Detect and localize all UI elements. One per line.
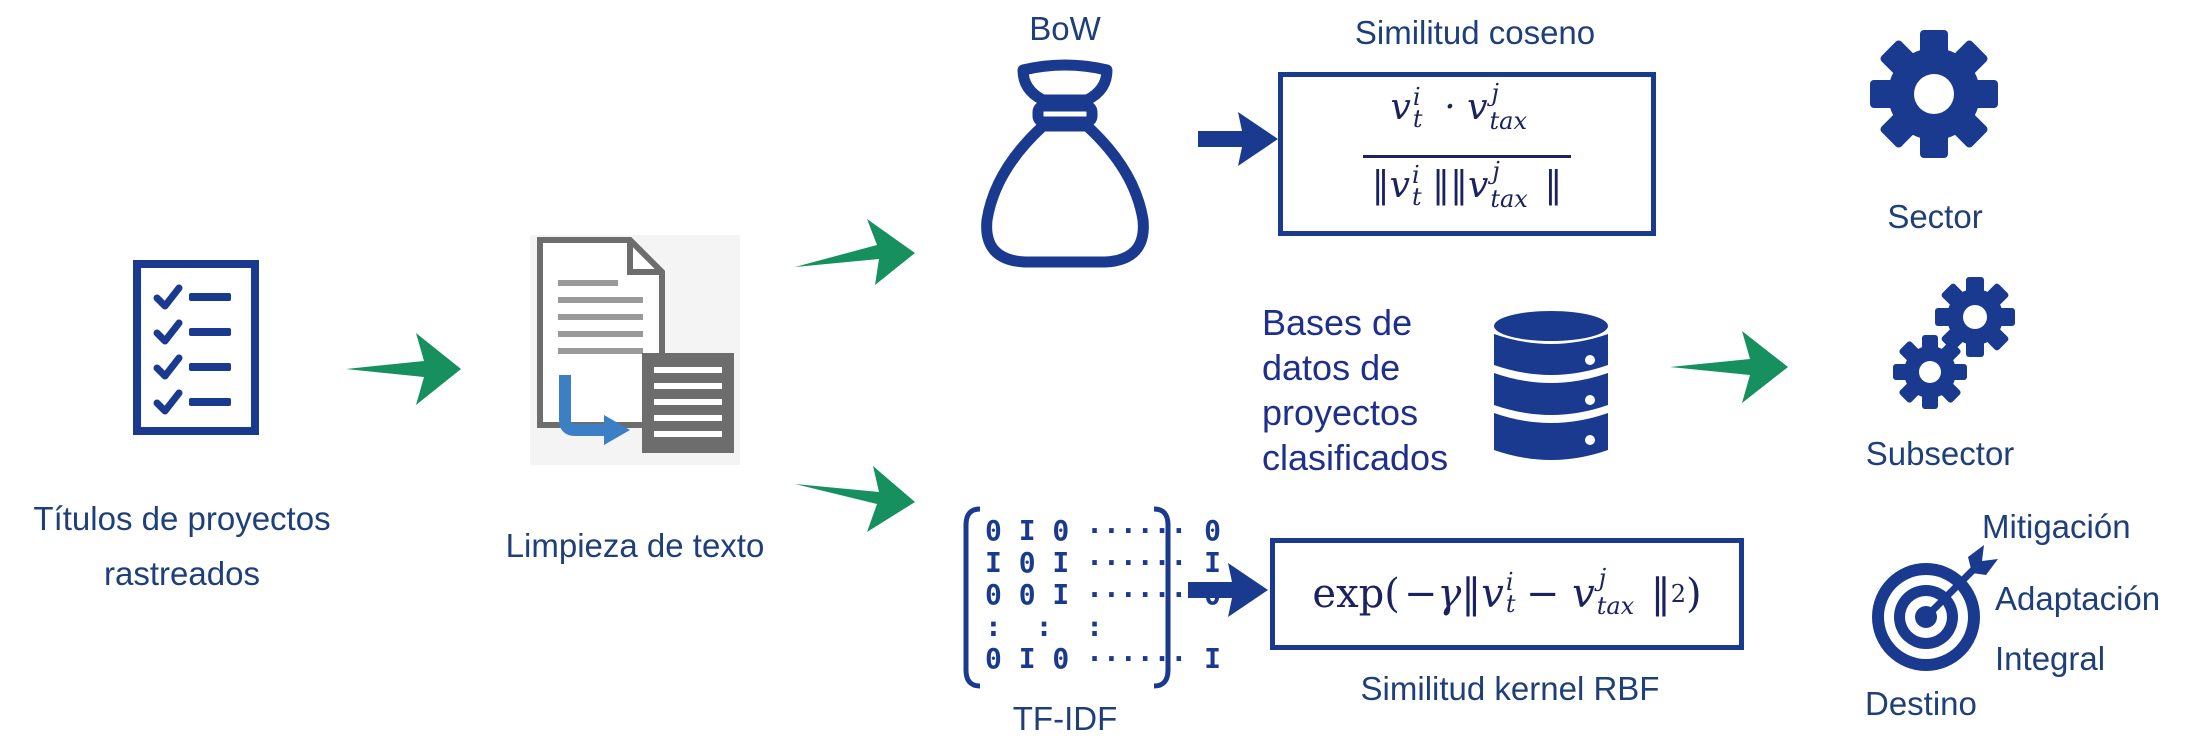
arrow-to-cosine-icon (1198, 112, 1278, 166)
matrix-row: I 0 I ······ I (985, 546, 1222, 579)
arrow-to-cleaning-icon (346, 333, 461, 405)
fraction-bar (1363, 155, 1571, 158)
matrix-rows: 0 I 0 ······ 0 I 0 I ······ I 0 0 I ····… (985, 514, 1289, 675)
arrow-to-rbf-icon (1188, 563, 1268, 617)
similitud-rbf-label: Similitud kernel RBF (1360, 670, 1660, 707)
matrix-row: 0 0 I ······ 0 (985, 578, 1222, 611)
bow-label: BoW (1029, 10, 1101, 47)
limpieza-label: Limpieza de texto (505, 527, 765, 564)
matrix-row: 0 I 0 ······ 0 (985, 514, 1222, 547)
money-bag-icon (981, 59, 1149, 268)
matrix-row: 0 I 0 ······ I (985, 642, 1222, 675)
document-convert-icon (530, 235, 740, 465)
subsector-label: Subsector (1865, 435, 2015, 472)
arrow-to-outputs-icon (1670, 331, 1788, 403)
target-icon (1872, 545, 1998, 671)
bases-label-line3: proyectos (1262, 392, 1419, 433)
checklist-icon (133, 260, 259, 435)
bases-label-line4: clasificados (1262, 437, 1449, 478)
matrix-row: : : : : (985, 610, 1289, 643)
binary-matrix-icon (963, 506, 1171, 689)
integral-label: Integral (1995, 640, 2106, 677)
tfidf-label: TF-IDF (1012, 700, 1118, 737)
destino-label: Destino (1865, 685, 1977, 722)
sector-label: Sector (1887, 198, 1983, 235)
bases-label-line2: datos de (1262, 347, 1401, 388)
similitud-coseno-label: Similitud coseno (1354, 14, 1596, 51)
mitigacion-label: Mitigación (1982, 508, 2131, 545)
adaptacion-label: Adaptación (1995, 580, 2161, 617)
database-icon (1494, 311, 1608, 460)
arrow-to-tfidf-icon (795, 466, 915, 532)
two-gears-icon (1893, 277, 2015, 409)
titulos-label-line1: Títulos de proyectos (33, 500, 331, 537)
bases-label-line1: Bases de (1262, 302, 1413, 343)
titulos-label-line2: rastreados (104, 555, 260, 592)
arrow-to-bow-icon (795, 219, 915, 285)
gear-icon (1870, 30, 1998, 158)
